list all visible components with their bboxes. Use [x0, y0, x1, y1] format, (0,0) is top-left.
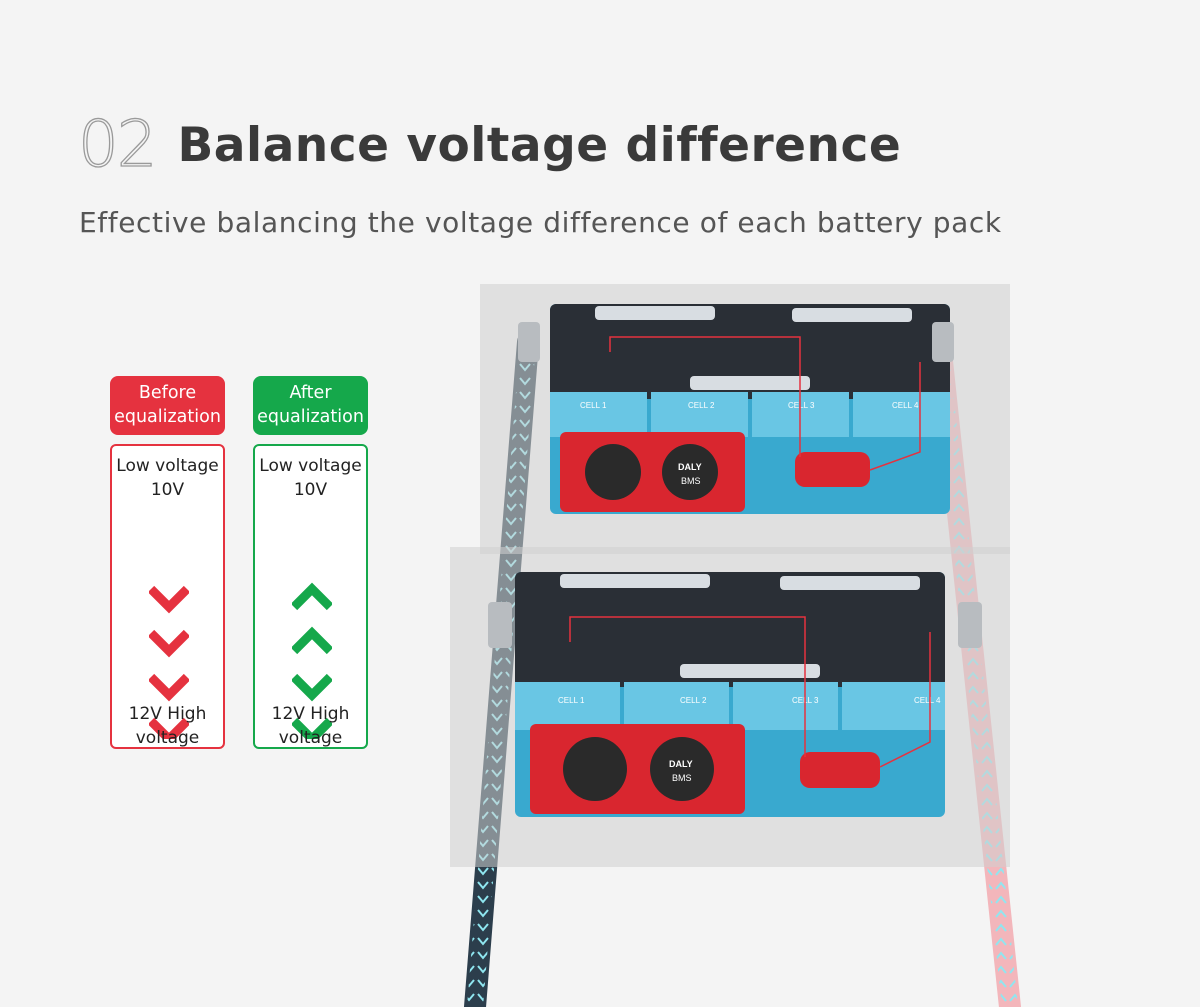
- bms-tag: BMS: [672, 773, 692, 783]
- before-high-line2: voltage: [135, 728, 200, 748]
- headline: 02 Balance voltage difference: [77, 107, 902, 182]
- after-badge-line1: After: [289, 383, 332, 403]
- chevron-down-icon: [149, 585, 189, 614]
- cell-label: CELL 4: [892, 401, 919, 410]
- after-low-voltage: Low voltage 10V: [255, 454, 366, 502]
- page-title: Balance voltage difference: [177, 117, 902, 173]
- cell-label: CELL 2: [688, 401, 715, 410]
- cell-label: CELL 2: [680, 696, 707, 705]
- section-number: 02: [77, 107, 158, 182]
- after-equalization-panel: After equalization Low voltage 10V 12V H…: [253, 376, 368, 749]
- after-voltage-box: Low voltage 10V 12V High voltage: [253, 444, 368, 749]
- cell-label: CELL 1: [558, 696, 585, 705]
- before-low-voltage: Low voltage 10V: [112, 454, 223, 502]
- after-low-line1: Low voltage: [259, 456, 362, 476]
- after-low-line2: 10V: [293, 480, 328, 500]
- chevron-up-icon: [292, 582, 332, 611]
- before-badge-line2: equalization: [114, 407, 221, 427]
- after-high-line1: 12V High: [271, 704, 350, 724]
- bms-brand: DALY: [669, 759, 693, 769]
- cell-label: CELL 3: [788, 401, 815, 410]
- before-equalization-panel: Before equalization Low voltage 10V 12V …: [110, 376, 225, 749]
- chevron-down-icon: [292, 673, 332, 702]
- before-high-voltage: 12V High voltage: [112, 702, 223, 750]
- active-balancer: [795, 452, 870, 487]
- battery-pack-illustration: CELL 1 CELL 2 CELL 3 CELL 4 DALY BMS CEL…: [450, 284, 1021, 1007]
- before-low-line1: Low voltage: [116, 456, 219, 476]
- before-arrows: [149, 585, 189, 739]
- after-badge-line2: equalization: [257, 407, 364, 427]
- before-badge-line1: Before: [138, 383, 197, 403]
- page-subtitle: Effective balancing the voltage differen…: [79, 206, 1002, 239]
- chevron-down-icon: [149, 717, 189, 739]
- chevron-down-icon: [149, 673, 189, 702]
- after-badge: After equalization: [253, 376, 368, 435]
- active-balancer: [800, 752, 880, 788]
- battery-pack-bottom: CELL 1 CELL 2 CELL 3 CELL 4 DALY BMS: [450, 547, 1010, 867]
- before-low-line2: 10V: [150, 480, 185, 500]
- bms-brand: DALY: [678, 462, 702, 472]
- cell-label: CELL 4: [914, 696, 941, 705]
- after-high-line2: voltage: [278, 728, 343, 748]
- after-high-voltage: 12V High voltage: [255, 702, 366, 750]
- before-high-line1: 12V High: [128, 704, 207, 724]
- chevron-up-icon: [292, 626, 332, 655]
- cell-label: CELL 1: [580, 401, 607, 410]
- before-badge: Before equalization: [110, 376, 225, 435]
- battery-pack-top: CELL 1 CELL 2 CELL 3 CELL 4 DALY BMS: [480, 284, 1010, 554]
- chevron-down-icon: [149, 629, 189, 658]
- bms-tag: BMS: [681, 476, 701, 486]
- before-voltage-box: Low voltage 10V 12V High voltage: [110, 444, 225, 749]
- after-arrows: [292, 582, 332, 739]
- chevron-down-icon: [292, 717, 332, 739]
